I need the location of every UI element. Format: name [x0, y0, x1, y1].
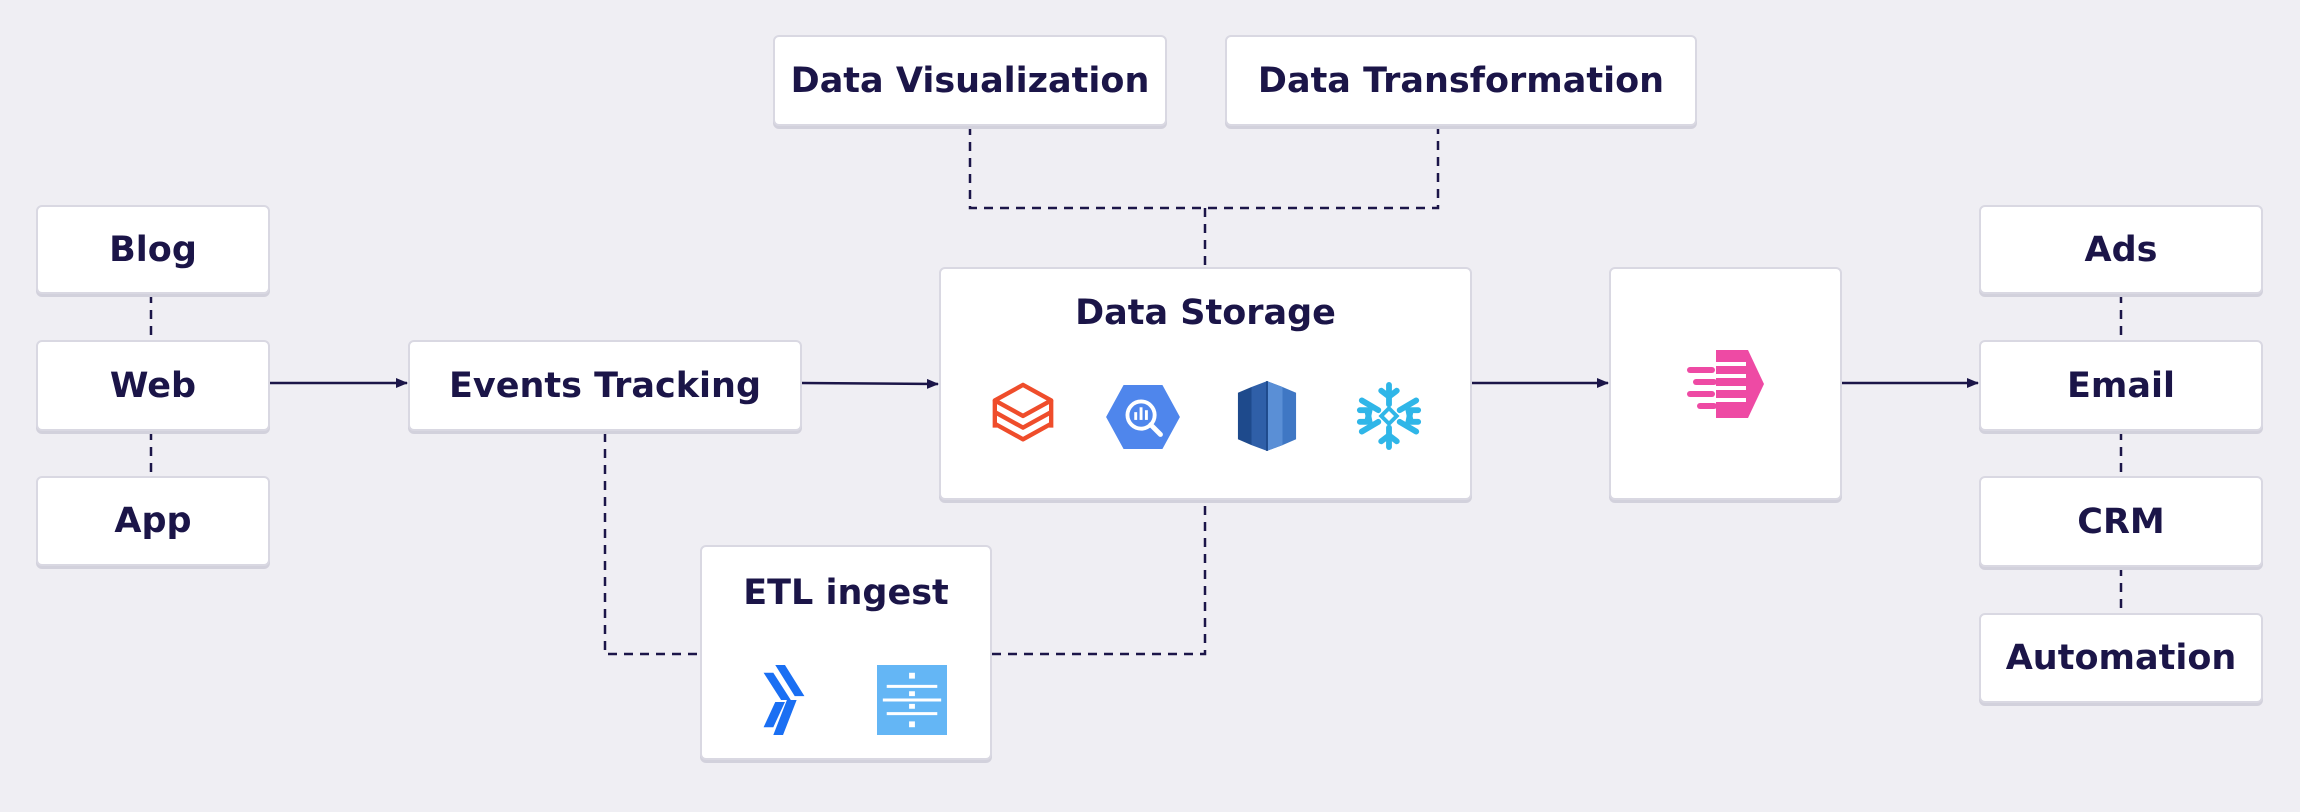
app-node: App: [36, 476, 270, 566]
events-tracking-node: Events Tracking: [408, 340, 802, 431]
crm-node: CRM: [1979, 476, 2263, 567]
redshift-icon: [1237, 381, 1297, 451]
activation-hub-node: [1609, 267, 1842, 500]
web-node: Web: [36, 340, 270, 431]
data-visualization-node: Data Visualization: [773, 35, 1167, 126]
bigquery-icon: [1106, 384, 1180, 450]
ads-node: Ads: [1979, 205, 2263, 294]
dashed-tracking-to-etl: [603, 433, 700, 656]
arrow-tracking-to-storage: [801, 378, 939, 389]
data-storage-title: Data Storage: [1075, 293, 1336, 333]
snowflake-icon: [1356, 381, 1422, 451]
data-storage-group: Data Storage: [939, 267, 1472, 500]
dashed-visualization-link: [968, 126, 1440, 210]
fivetran-icon: [763, 665, 805, 735]
email-node: Email: [1979, 340, 2263, 431]
etl-ingest-title: ETL ingest: [743, 573, 949, 613]
blog-node: Blog: [36, 205, 270, 294]
dashed-etl-to-storage: [992, 502, 1207, 656]
data-transformation-node: Data Transformation: [1225, 35, 1697, 126]
databricks-icon: [992, 382, 1054, 442]
automation-node: Automation: [1979, 613, 2263, 703]
hightouch-icon: [1687, 350, 1764, 418]
etl-ingest-group: ETL ingest: [700, 545, 992, 760]
stitch-icon: [877, 665, 947, 735]
